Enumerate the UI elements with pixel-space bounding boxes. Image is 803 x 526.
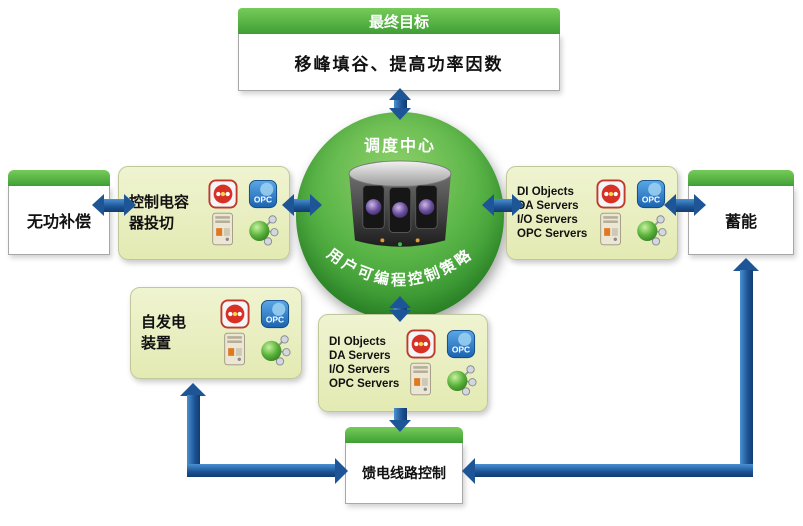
opc-icon bbox=[636, 179, 666, 209]
io-servers-lines: DI Objects DA Servers I/O Servers OPC Se… bbox=[517, 184, 587, 242]
io-servers-box-bottom: DI Objects DA Servers I/O Servers OPC Se… bbox=[318, 314, 488, 412]
middleware-icons bbox=[220, 299, 291, 367]
arrow-reactive-capacitor bbox=[92, 194, 136, 216]
io-line: I/O Servers bbox=[329, 364, 390, 376]
feeder-control-stripe bbox=[345, 427, 463, 443]
arrow-capacitor-dispatch bbox=[282, 194, 322, 216]
goal-box: 最终目标 移峰填谷、提高功率因数 bbox=[238, 8, 560, 91]
capacitor-switching-label: 控制电容器投切 bbox=[129, 194, 190, 232]
self-generation-box: 自发电装置 bbox=[130, 287, 302, 379]
server-illustration bbox=[348, 160, 452, 247]
server-tower-icon bbox=[409, 361, 433, 397]
io-line: DI Objects bbox=[329, 336, 386, 348]
status-icon bbox=[406, 329, 436, 359]
io-line: OPC Servers bbox=[329, 378, 400, 390]
network-node-icon bbox=[444, 363, 477, 396]
opc-icon bbox=[248, 179, 278, 209]
io-line: DI Objects bbox=[517, 186, 574, 198]
network-node-icon bbox=[258, 333, 291, 366]
network-node-icon bbox=[246, 213, 279, 246]
middleware-icons bbox=[596, 179, 667, 247]
dispatch-center-circle: 调度中心 bbox=[296, 112, 504, 320]
server-tower-icon bbox=[599, 211, 623, 247]
io-servers-lines: DI Objects DA Servers I/O Servers OPC Se… bbox=[329, 334, 399, 392]
goal-body-label: 移峰填谷、提高功率因数 bbox=[294, 54, 504, 74]
feeder-control-box: 馈电线路控制 bbox=[345, 427, 463, 504]
middleware-icons bbox=[406, 329, 477, 397]
network-node-icon bbox=[634, 213, 667, 246]
self-generation-label: 自发电装置 bbox=[141, 314, 187, 352]
io-line: I/O Servers bbox=[517, 214, 578, 226]
feeder-control-label: 馈电线路控制 bbox=[345, 443, 463, 504]
opc-icon bbox=[260, 299, 290, 329]
reactive-compensation-stripe bbox=[8, 170, 110, 186]
arrow-dispatch-bottomio bbox=[389, 296, 411, 322]
middleware-icons bbox=[208, 179, 279, 247]
dispatch-center-title: 调度中心 bbox=[363, 138, 436, 155]
status-icon bbox=[208, 179, 238, 209]
energy-storage-stripe bbox=[688, 170, 794, 186]
io-line: DA Servers bbox=[329, 350, 391, 362]
server-tower-icon bbox=[223, 331, 247, 367]
io-line: DA Servers bbox=[517, 200, 579, 212]
arrow-bottomio-feeder bbox=[389, 408, 411, 432]
io-servers-box-right: DI Objects DA Servers I/O Servers OPC Se… bbox=[506, 166, 678, 260]
arrow-rightio-storage bbox=[664, 194, 706, 216]
status-icon bbox=[220, 299, 250, 329]
capacitor-switching-box: 控制电容器投切 bbox=[118, 166, 290, 260]
opc-icon bbox=[446, 329, 476, 359]
io-line: OPC Servers bbox=[517, 228, 588, 240]
goal-body: 移峰填谷、提高功率因数 bbox=[238, 34, 560, 91]
status-icon bbox=[596, 179, 626, 209]
arrow-goal-dispatch bbox=[389, 88, 411, 120]
arrow-dispatch-rightio bbox=[482, 194, 524, 216]
reactive-compensation-box: 无功补偿 bbox=[8, 170, 110, 255]
goal-header: 最终目标 bbox=[238, 8, 560, 34]
server-tower-icon bbox=[211, 211, 235, 247]
